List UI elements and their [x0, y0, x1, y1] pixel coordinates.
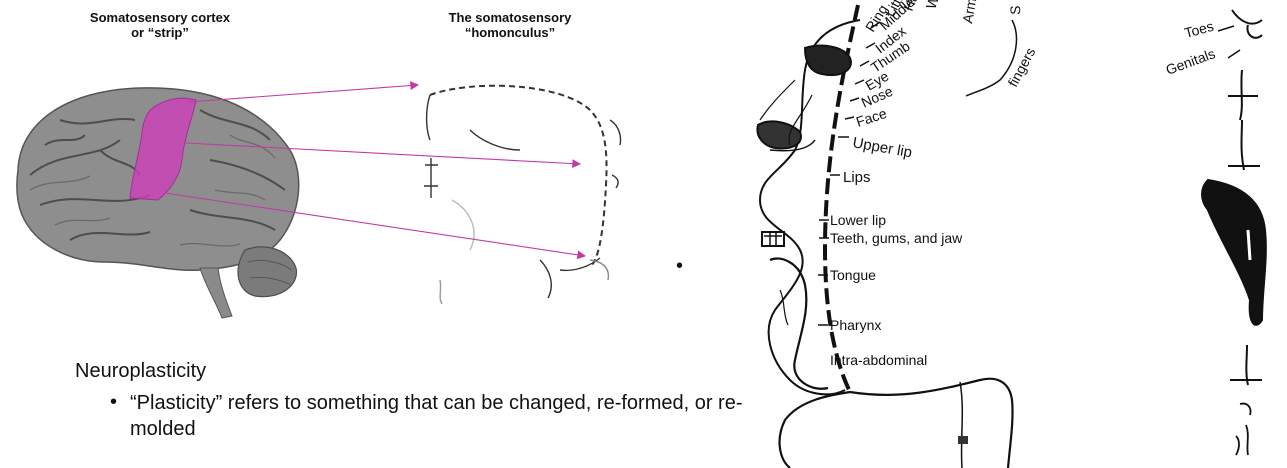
label-arm: Arm	[959, 0, 979, 25]
bullet-point: • “Plasticity” refers to something that …	[110, 390, 760, 442]
label-wrist: Wrist	[923, 0, 948, 11]
label-intra-abdominal: Intra-abdominal	[830, 352, 927, 368]
bullet-text: “Plasticity” refers to something that ca…	[110, 390, 760, 442]
label-genitals: Genitals	[1164, 45, 1218, 78]
homunculus-sketch	[424, 86, 621, 304]
label-face: Face	[854, 105, 889, 130]
stray-dot: •	[676, 255, 683, 278]
brain-illustration	[17, 88, 299, 318]
section-heading: Neuroplasticity	[75, 360, 206, 383]
label-tongue: Tongue	[830, 267, 876, 283]
homunculus-right-labels: Toes Genitals	[1164, 18, 1240, 78]
label-toes: Toes	[1183, 18, 1216, 41]
label-lips: Lips	[843, 169, 871, 186]
label-lower-lip: Lower lip	[830, 212, 886, 228]
label-pharynx: Pharynx	[830, 317, 881, 333]
label-teeth: Teeth, gums, and jaw	[830, 230, 963, 246]
homunculus-lower-labels: Upper lip Lips Lower lip Teeth, gums, an…	[818, 134, 963, 368]
label-s: S	[1007, 5, 1023, 15]
bullet-dot: •	[110, 389, 117, 415]
arrow-top	[188, 85, 418, 102]
label-upper-lip: Upper lip	[851, 134, 913, 161]
